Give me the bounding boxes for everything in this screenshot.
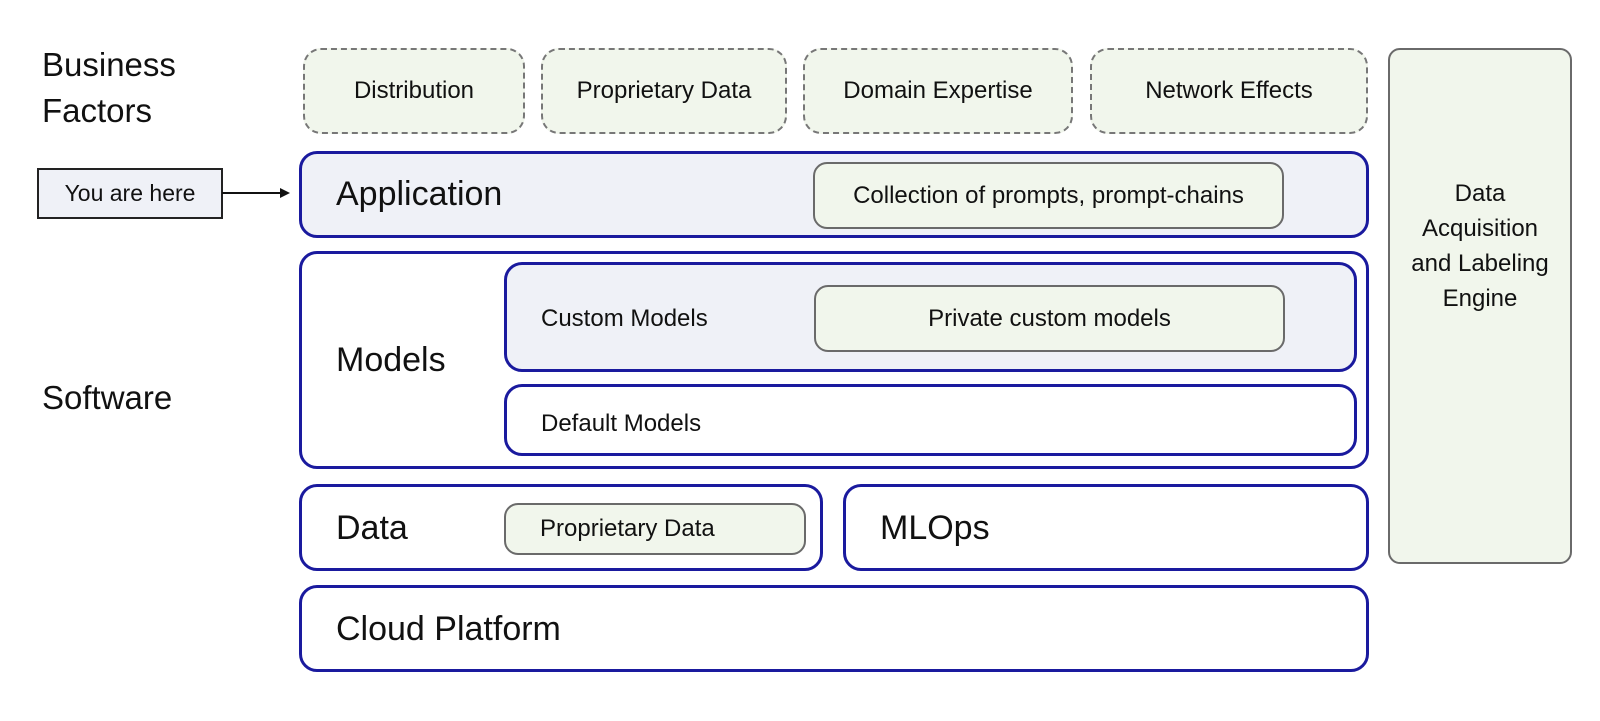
factor-network-effects: Network Effects bbox=[1090, 48, 1368, 134]
custom-models-title: Custom Models bbox=[541, 305, 708, 332]
engine-line-1: Data bbox=[1454, 180, 1506, 207]
prompts-box: Collection of prompts, prompt-chains bbox=[813, 162, 1284, 229]
you-are-here-label: You are here bbox=[37, 168, 223, 219]
you-are-here-arrow-icon bbox=[222, 188, 290, 198]
mlops-title: MLOps bbox=[880, 509, 990, 547]
business-label-line2: Factors bbox=[42, 92, 153, 129]
business-factors-label: Business Factors bbox=[42, 42, 176, 134]
engine-line-3: and Labeling bbox=[1411, 250, 1549, 277]
factor-domain-expertise: Domain Expertise bbox=[803, 48, 1073, 134]
mlops-layer: MLOps bbox=[843, 484, 1369, 571]
data-acquisition-engine: Data Acquisition and Labeling Engine bbox=[1388, 48, 1572, 564]
data-title: Data bbox=[336, 509, 408, 547]
models-title: Models bbox=[336, 341, 446, 379]
software-label: Software bbox=[42, 379, 173, 416]
application-layer: Application Collection of prompts, promp… bbox=[299, 151, 1369, 238]
engine-line-2: Acquisition bbox=[1421, 215, 1539, 242]
application-title: Application bbox=[336, 175, 503, 213]
cloud-platform-title: Cloud Platform bbox=[336, 610, 561, 648]
cloud-platform-layer: Cloud Platform bbox=[299, 585, 1369, 672]
data-layer: Data Proprietary Data bbox=[299, 484, 823, 571]
models-layer: Models Custom Models Private custom mode… bbox=[299, 251, 1369, 469]
factor-distribution: Distribution bbox=[303, 48, 525, 134]
business-label-line1: Business bbox=[42, 46, 176, 83]
private-custom-models-box: Private custom models bbox=[814, 285, 1285, 352]
factor-proprietary-data: Proprietary Data bbox=[541, 48, 787, 134]
default-models-layer: Default Models bbox=[504, 384, 1357, 456]
default-models-title: Default Models bbox=[541, 410, 702, 437]
custom-models-layer: Custom Models Private custom models bbox=[504, 262, 1357, 372]
engine-line-4: Engine bbox=[1442, 285, 1518, 312]
proprietary-data-box: Proprietary Data bbox=[504, 503, 806, 555]
